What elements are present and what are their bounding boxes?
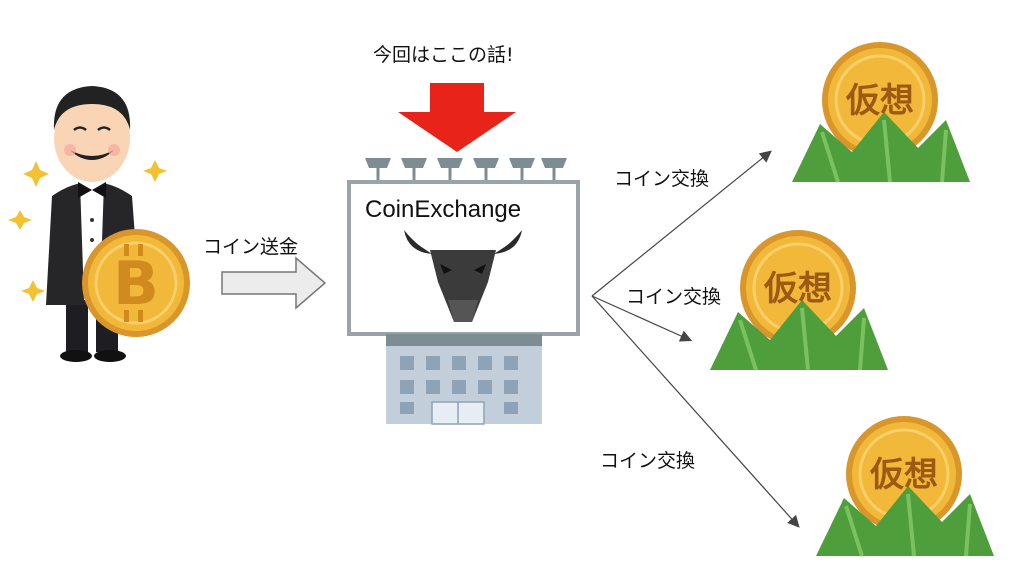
svg-text:B: B [113,249,159,319]
bitcoin-coin-icon: B [82,229,190,337]
exchange-name: CoinExchange [365,196,522,223]
virtual-coin-1 [792,42,970,183]
send-label: コイン送金 [203,236,299,258]
virtual-coin-3 [816,416,994,557]
coin-text-3: 仮想 [869,455,938,495]
headline-label: 今回はここの話! [373,44,514,66]
send-arrow [221,256,327,310]
coin-text-1: 仮想 [845,81,914,121]
building-icon [386,334,542,425]
coin-text-2: 仮想 [763,269,832,309]
swap-label-2: コイン交換 [626,286,722,308]
swap-label-1: コイン交換 [614,168,710,190]
highlight-arrow [398,83,516,152]
virtual-coin-2 [710,230,888,371]
exchange-billboard [347,158,580,425]
bull-head-icon [404,230,522,322]
swap-label-3: コイン交換 [600,450,696,472]
gentleman-illustration: B [8,86,190,362]
sparkle-icon [8,160,167,302]
exchange-arrows [591,150,800,528]
